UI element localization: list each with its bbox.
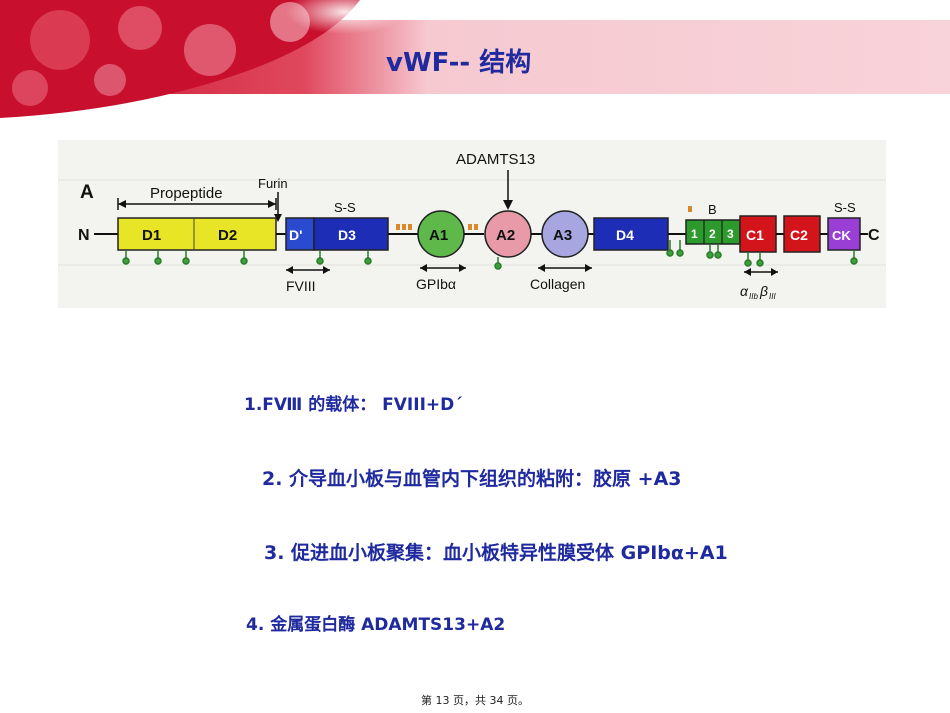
header-decoration	[0, 0, 950, 118]
domain-a1-label: A1	[429, 227, 448, 244]
integrin-label: α IIb β III	[740, 283, 776, 301]
fviii-binding-label: FVIII	[286, 278, 316, 294]
point-fviii-carrier: 1.FⅧ 的载体： FVIII+D´	[244, 395, 463, 415]
integrin-beta-label: β	[759, 283, 768, 299]
point-platelet-aggregation: 3. 促进血小板聚集：血小板特异性膜受体 GPIbα+A1	[264, 542, 728, 564]
slide-header	[0, 0, 950, 118]
point-metalloprotease: 4. 金属蛋白酶 ADAMTS13+A2	[246, 615, 506, 635]
domain-c1-label: C1	[746, 227, 764, 243]
vwf-domain-diagram: A N Propeptide Furin D1 D2 S	[58, 140, 886, 308]
domain-a3-label: A3	[553, 227, 572, 244]
domain-d2-label: D2	[218, 227, 237, 244]
adamts13-label: ADAMTS13	[456, 151, 535, 168]
c-terminus-label: C	[868, 227, 880, 244]
panel-label: A	[80, 182, 94, 203]
domain-dprime-block	[285, 217, 315, 251]
domain-b1-label: 1	[691, 227, 698, 241]
domain-ck-label: CK	[832, 228, 851, 243]
integrin-beta-sub-label: III	[769, 292, 776, 301]
point-platelet-adhesion: 2. 介导血小板与血管内下组织的粘附：胶原 +A3	[262, 468, 682, 490]
n-terminus-label: N	[78, 227, 90, 244]
page-footer: 第 13 页，共 34 页。	[421, 694, 529, 707]
domain-c2-label: C2	[790, 227, 808, 243]
domain-d3-block	[313, 217, 389, 251]
gpiba-binding-label: GPIbα	[416, 276, 456, 292]
domain-b3-label: 3	[727, 227, 734, 241]
domain-d4-label: D4	[616, 227, 634, 243]
integrin-alpha-label: α	[740, 283, 749, 299]
ss-right-label: S-S	[834, 200, 856, 215]
domain-b2-label: 2	[709, 227, 716, 241]
domain-c2-block	[783, 215, 821, 253]
domain-a2-label: A2	[496, 227, 515, 244]
domain-d1-d2-block	[117, 217, 277, 251]
vwf-structure-figure: A N Propeptide Furin D1 D2 S	[58, 140, 886, 308]
collagen-binding-label: Collagen	[530, 276, 585, 292]
domain-d4-block	[593, 217, 669, 251]
slide-title: vWF-- 结构	[386, 48, 532, 78]
furin-label: Furin	[258, 176, 288, 191]
domain-dprime-label: D'	[289, 227, 302, 243]
domain-d1-label: D1	[142, 227, 161, 244]
domain-d3-label: D3	[338, 227, 356, 243]
propeptide-bracket	[117, 198, 277, 210]
propeptide-label: Propeptide	[150, 185, 223, 202]
ss-left-label: S-S	[334, 200, 356, 215]
integrin-alpha-sub-label: IIb	[749, 292, 758, 301]
b-domain-label: B	[708, 202, 717, 217]
